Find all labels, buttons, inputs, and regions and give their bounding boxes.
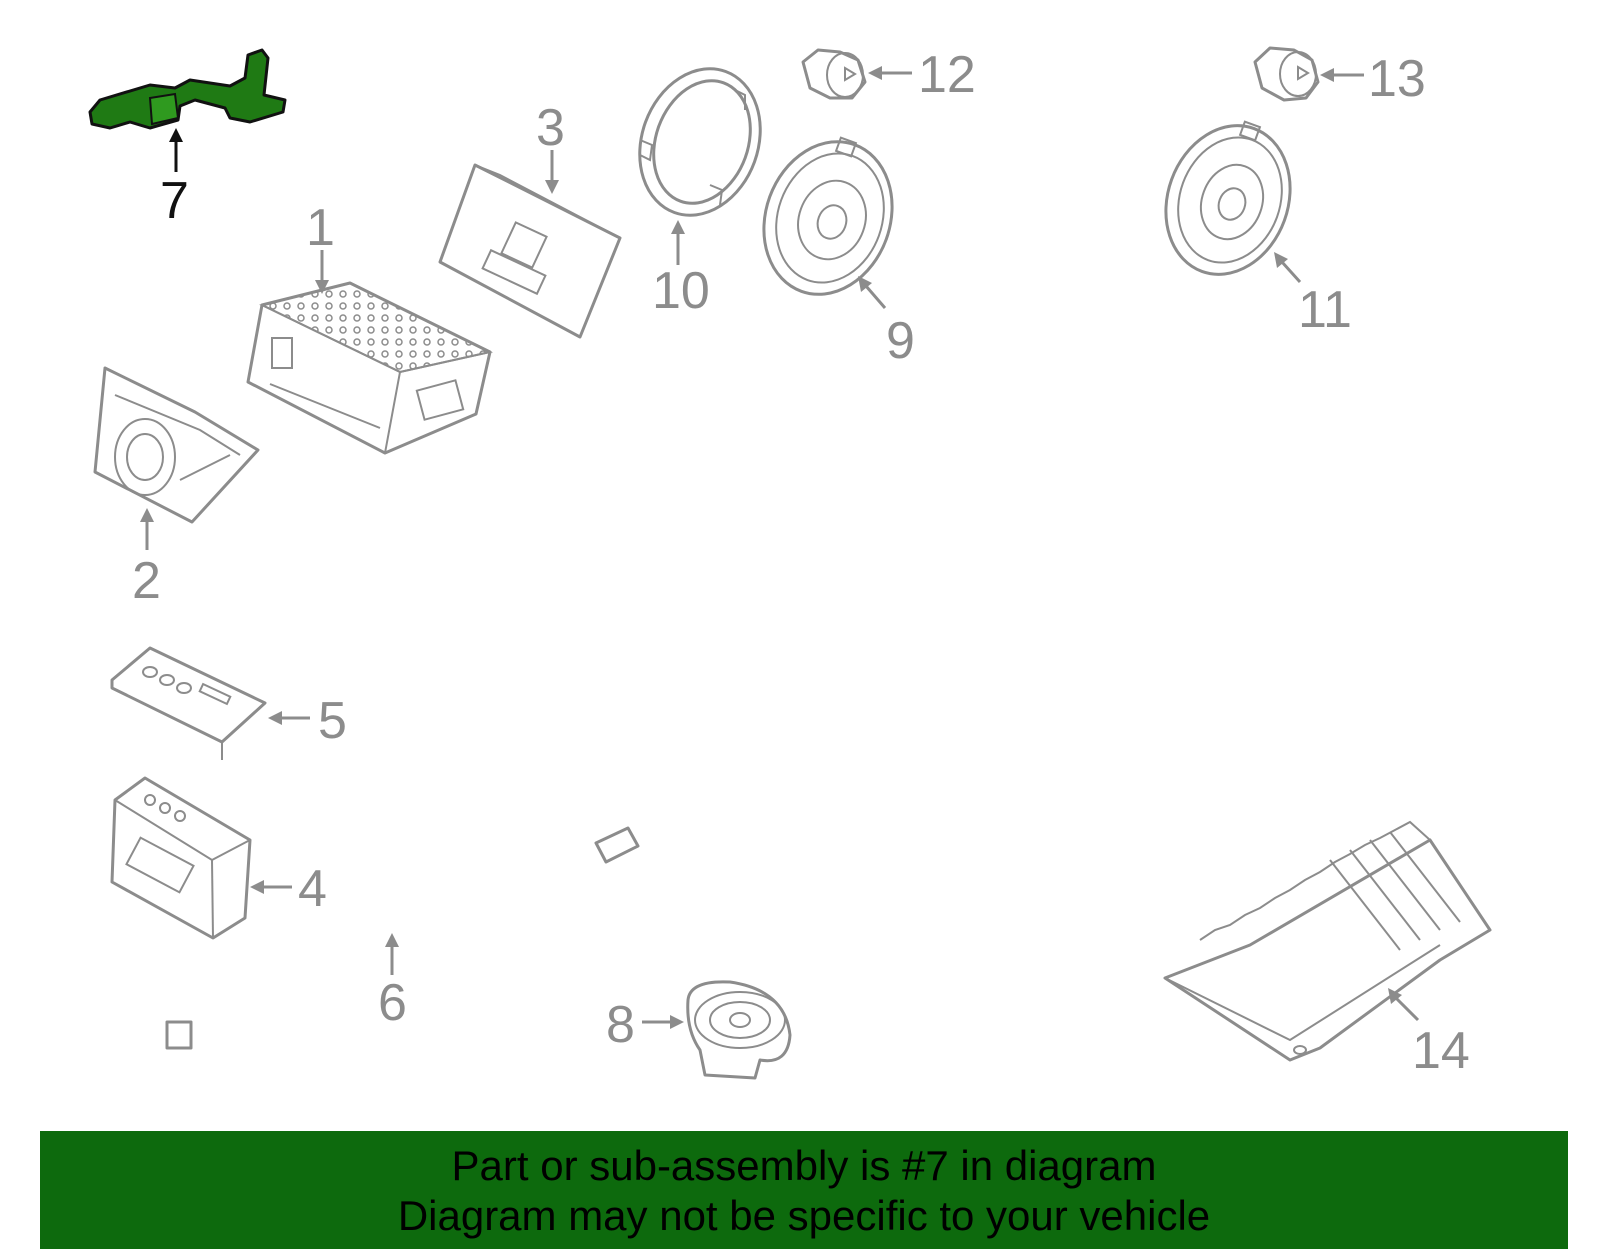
callout-4[interactable]: 4	[250, 860, 327, 918]
callout-12-label: 12	[918, 46, 976, 104]
part-14-amplifier[interactable]	[1163, 820, 1492, 1062]
part-12-tweeter[interactable]	[801, 48, 867, 100]
callout-9[interactable]: 9	[858, 276, 915, 370]
part-2-control-panel[interactable]	[93, 366, 260, 524]
callout-2[interactable]: 2	[132, 508, 161, 610]
banner-line-1: Part or sub-assembly is #7 in diagram	[451, 1142, 1157, 1189]
callout-1-label: 1	[306, 199, 335, 257]
part-4-module-box[interactable]	[110, 776, 252, 940]
part-7-bracket[interactable]	[88, 48, 287, 130]
callout-7[interactable]: 7	[160, 128, 189, 230]
callout-9-label: 9	[886, 312, 915, 370]
callout-3-label: 3	[536, 99, 565, 157]
callout-4-label: 4	[298, 860, 327, 918]
callout-14[interactable]: 14	[1388, 988, 1470, 1080]
part-1-radio-unit[interactable]	[246, 281, 493, 455]
part-3-display-module[interactable]	[438, 163, 622, 339]
callout-13-label: 13	[1368, 50, 1426, 108]
part-5-switch-panel[interactable]	[110, 646, 267, 760]
callout-6[interactable]: 6	[378, 933, 407, 1032]
part-9-speaker[interactable]	[743, 123, 913, 312]
banner-line-2: Diagram may not be specific to your vehi…	[397, 1192, 1211, 1239]
part-13-tweeter[interactable]	[1253, 46, 1320, 102]
callout-1[interactable]: 1	[306, 199, 335, 294]
callout-7-label: 7	[160, 172, 189, 230]
callout-10[interactable]: 10	[652, 220, 710, 320]
callout-3[interactable]: 3	[536, 99, 565, 194]
callout-5-label: 5	[318, 692, 347, 750]
part-11-speaker[interactable]	[1146, 108, 1311, 292]
parts-diagram: 7 1 2 3	[88, 46, 1492, 1080]
callout-11[interactable]: 11	[1274, 252, 1352, 339]
callout-12[interactable]: 12	[868, 46, 976, 104]
part-8-small-speaker[interactable]	[686, 980, 792, 1080]
callout-8-label: 8	[606, 996, 635, 1054]
callout-2-label: 2	[132, 552, 161, 610]
callout-5[interactable]: 5	[268, 692, 347, 750]
part-10-speaker-ring[interactable]	[620, 52, 780, 233]
info-banner: Part or sub-assembly is #7 in diagram Di…	[40, 1131, 1568, 1249]
callout-11-label: 11	[1298, 281, 1352, 339]
callout-8[interactable]: 8	[606, 996, 684, 1054]
callout-14-label: 14	[1412, 1022, 1470, 1080]
callout-13[interactable]: 13	[1320, 50, 1426, 108]
callout-6-label: 6	[378, 974, 407, 1032]
callout-10-label: 10	[652, 262, 710, 320]
part-6-cable[interactable]	[165, 826, 640, 1079]
